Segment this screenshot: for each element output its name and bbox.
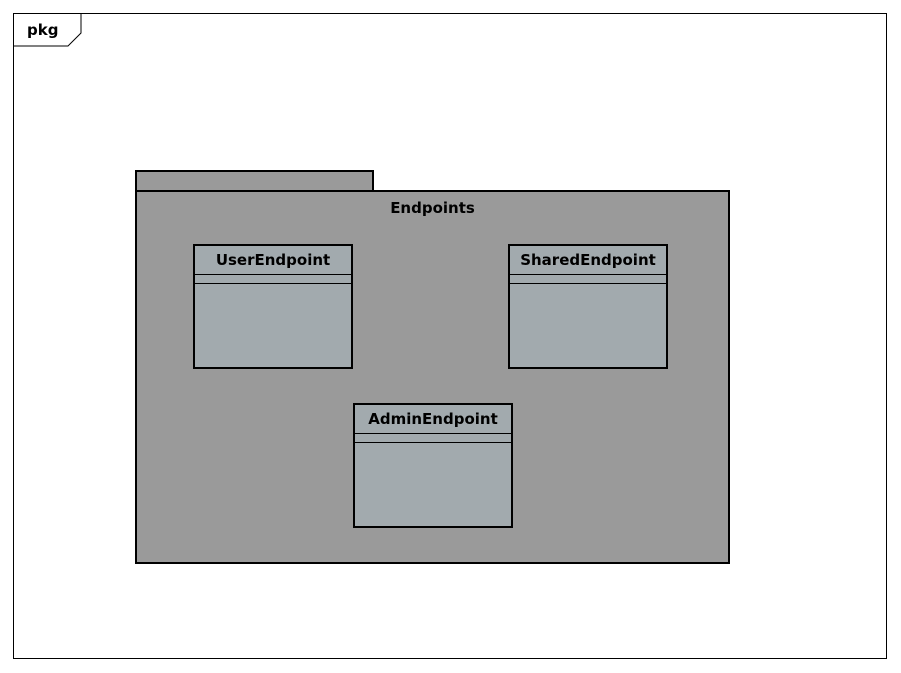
diagram-frame [13, 13, 887, 659]
class-admin-endpoint[interactable]: AdminEndpoint [353, 403, 513, 528]
class-attributes-compartment [355, 434, 511, 443]
class-name: UserEndpoint [195, 246, 351, 275]
class-user-endpoint[interactable]: UserEndpoint [193, 244, 353, 369]
class-name: AdminEndpoint [355, 405, 511, 434]
frame-tab [13, 13, 82, 47]
frame-label: pkg [27, 21, 59, 39]
class-attributes-compartment [510, 275, 666, 284]
package-tab [135, 170, 374, 192]
class-attributes-compartment [195, 275, 351, 284]
class-shared-endpoint[interactable]: SharedEndpoint [508, 244, 668, 369]
class-name: SharedEndpoint [510, 246, 666, 275]
package-name: Endpoints [390, 199, 475, 217]
